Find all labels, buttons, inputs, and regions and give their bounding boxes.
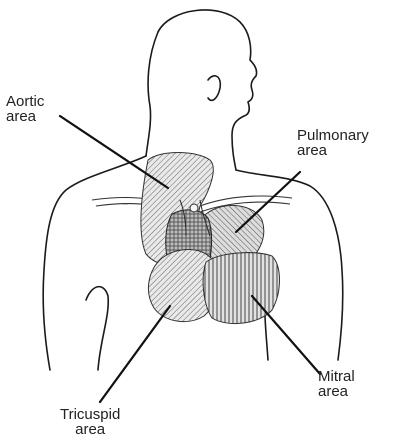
- left-arm-contour: [86, 287, 108, 370]
- aortic-label-line1: Aortic: [6, 94, 44, 109]
- aortic-pointer: [60, 116, 168, 188]
- vessel-junction: [190, 204, 198, 212]
- ear-outline: [208, 76, 220, 101]
- tricuspid-pointer: [100, 306, 170, 402]
- pulmonary-area-label: Pulmonary area: [297, 128, 369, 158]
- tricuspid-area-label: Tricuspid area: [60, 407, 120, 437]
- pulmonary-label-line2: area: [297, 143, 369, 158]
- mitral-pointer: [252, 296, 320, 374]
- tricuspid-label-line2: area: [60, 422, 120, 437]
- mitral-area-label: Mitral area: [318, 369, 355, 399]
- left-shoulder-outline: [43, 156, 146, 370]
- head-outline: [158, 10, 257, 170]
- aortic-label-line2: area: [6, 109, 44, 124]
- aortic-area-label: Aortic area: [6, 94, 44, 124]
- mitral-label-line2: area: [318, 384, 355, 399]
- tricuspid-label-line1: Tricuspid: [60, 407, 120, 422]
- head-back-outline: [146, 32, 158, 156]
- mitral-label-line1: Mitral: [318, 369, 355, 384]
- pulmonary-label-line1: Pulmonary: [297, 128, 369, 143]
- clavicle-right: [200, 196, 292, 206]
